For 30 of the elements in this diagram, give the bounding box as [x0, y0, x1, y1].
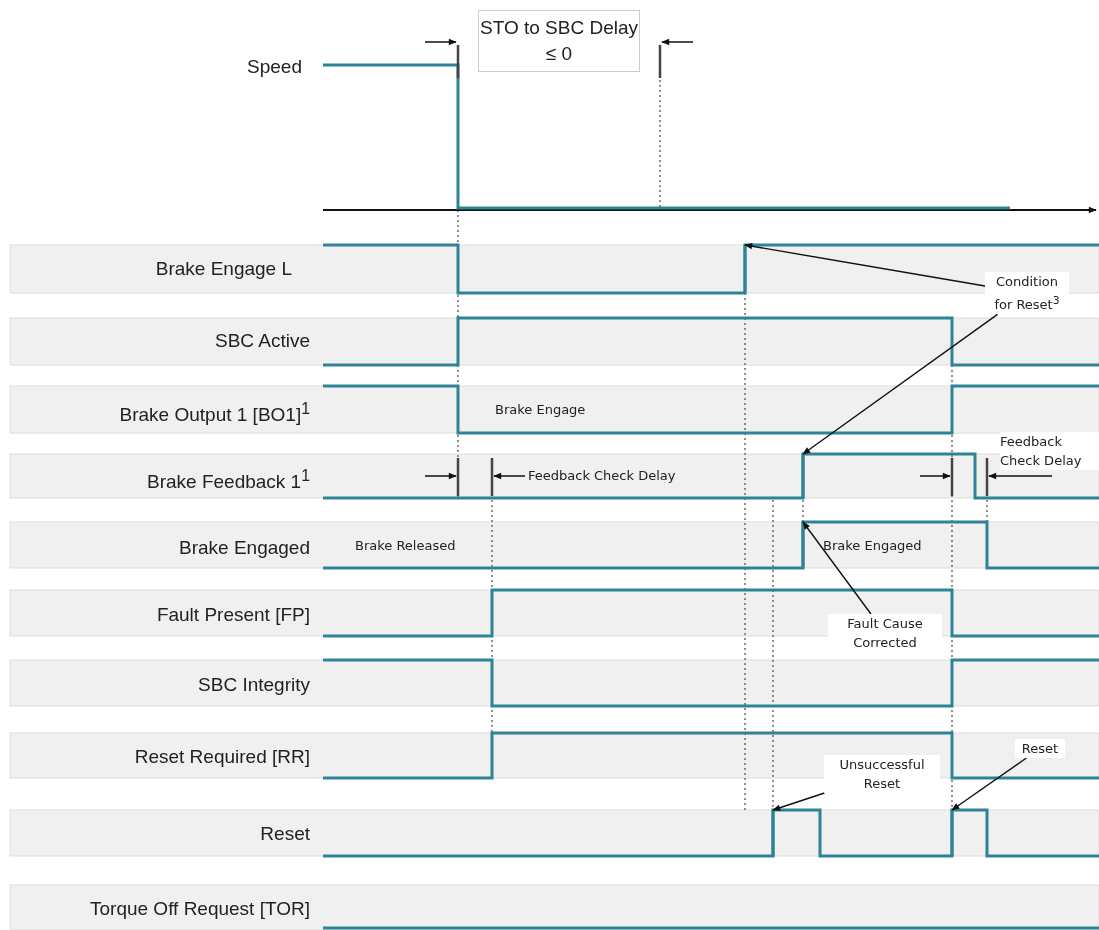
signal-name: Fault Present [FP] — [156, 604, 310, 626]
leader-line — [951, 757, 1028, 811]
signal-name: SBC Integrity — [198, 674, 310, 696]
rising-signal-edge — [801, 522, 805, 568]
signal-name: Torque Off Request [TOR] — [90, 898, 310, 920]
signal-name: SBC Active — [214, 330, 310, 352]
leader-line — [772, 792, 826, 811]
signal-name: Reset Required [RR] — [134, 746, 310, 768]
dimension-label: Feedback Check Delay — [528, 467, 676, 485]
signal-name: Brake Engage L — [155, 258, 292, 280]
waveform-annotation: Brake Engage — [495, 401, 586, 419]
signal-name: Brake Output 1 [BO1]$^{1}$ — [119, 399, 310, 427]
dimension-label: Feedback Check Delay — [1000, 432, 1099, 470]
signal-name: Brake Engaged — [179, 537, 310, 559]
signal-name: Reset — [260, 823, 310, 845]
callout-text: Condition for Reset$^{3}$ — [985, 272, 1069, 315]
leader-line — [744, 243, 986, 287]
leader-line — [802, 521, 872, 615]
callout-text: Unsuccessful Reset — [824, 755, 940, 793]
rising-signal-edge — [801, 454, 805, 498]
waveform-annotation: Brake Released — [355, 537, 456, 555]
rising-signal-edge — [771, 810, 775, 856]
signal-name: Brake Feedback 1$^{1}$ — [147, 466, 310, 494]
callout-text: Reset — [1015, 739, 1065, 758]
signal-name: Speed — [247, 56, 302, 78]
rising-signal-edge — [743, 245, 747, 293]
waveform-annotation: Brake Engaged — [823, 537, 922, 555]
delay-annotation: STO to SBC Delay ≤ 0 — [478, 10, 640, 72]
rising-signal-edge — [950, 810, 954, 856]
leader-line — [802, 313, 999, 455]
